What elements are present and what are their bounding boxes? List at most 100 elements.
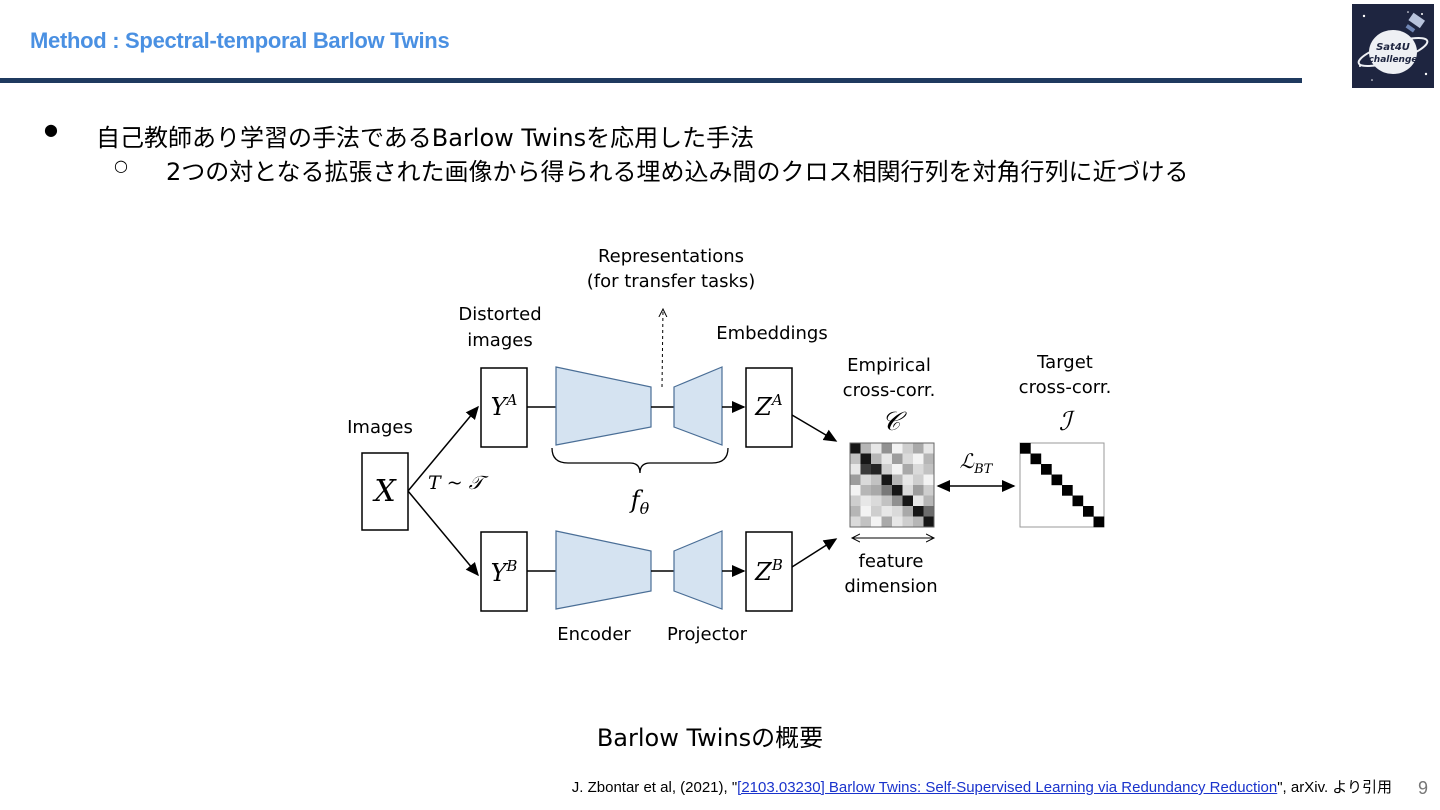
matrix-cell: [923, 474, 935, 486]
matrix-cell: [850, 506, 861, 517]
empirical-cross-correlation-matrix: [850, 443, 935, 528]
page-number: 9: [1417, 778, 1428, 798]
matrix-cell: [881, 443, 893, 454]
matrix-cell: [913, 443, 924, 454]
matrix-cell: [881, 506, 893, 517]
filled-bullet-icon: ●: [44, 120, 58, 139]
svg-text:challenge: challenge: [1368, 55, 1417, 65]
identity-cell: [1051, 474, 1063, 486]
matrix-cell: [892, 474, 903, 486]
identity-cell: [1083, 506, 1094, 517]
citation-link[interactable]: [2103.03230] Barlow Twins: Self-Supervis…: [737, 779, 1278, 796]
identity-cell: [1030, 453, 1042, 465]
za-box: [745, 367, 793, 448]
encoder-bottom: [555, 530, 652, 610]
svg-text:Sat4U: Sat4U: [1376, 42, 1410, 53]
matrix-cell: [913, 485, 924, 496]
transform-label: T ~ 𝒯: [428, 472, 489, 494]
label-representations-sub: (for transfer tasks): [587, 271, 756, 292]
label-target-sub: cross-corr.: [1019, 377, 1112, 398]
matrix-cell: [881, 516, 893, 528]
matrix-cell: [913, 474, 924, 486]
matrix-cell: [860, 464, 872, 475]
matrix-cell: [871, 443, 882, 454]
yb-symbol: YB: [491, 557, 518, 587]
projector-top: [673, 366, 723, 446]
matrix-cell: [892, 516, 903, 528]
matrix-cell: [913, 495, 924, 507]
matrix-cell: [923, 453, 935, 465]
zb-symbol: ZB: [754, 556, 783, 586]
f-theta-symbol: fθ: [629, 486, 650, 518]
label-representations: Representations: [598, 246, 744, 267]
identity-cell: [1093, 516, 1105, 528]
branch-arrow-top: [407, 405, 479, 492]
matrix-cell: [902, 474, 914, 486]
matrix-cell: [860, 485, 872, 496]
target-identity-matrix: [1020, 443, 1105, 528]
label-empirical: Empirical: [847, 355, 931, 376]
matrix-cell: [850, 516, 861, 528]
label-feature: feature: [859, 551, 924, 572]
matrix-cell: [871, 516, 882, 528]
matrix-cell: [871, 474, 882, 486]
matrix-cell: [850, 464, 861, 475]
matrix-cell: [881, 495, 893, 507]
matrix-cell: [860, 506, 872, 517]
matrix-cell: [860, 443, 872, 454]
x-symbol: X: [372, 474, 397, 509]
citation-prefix: J. Zbontar et al, (2021), ": [571, 779, 738, 796]
label-distorted: Distorted: [458, 304, 541, 325]
matrix-cell: [871, 453, 882, 465]
slide-title: Method : Spectral-temporal Barlow Twins: [30, 28, 450, 53]
label-encoder: Encoder: [557, 624, 631, 645]
zb-to-matrix-arrow: [791, 538, 838, 568]
bullet-text: 自己教師あり学習の手法であるBarlow Twinsを応用した手法: [96, 124, 755, 152]
matrix-cell: [871, 464, 882, 475]
ya-symbol: YA: [491, 391, 518, 421]
sat4u-challenge-logo: Sat4U challenge: [1352, 4, 1434, 88]
header-divider: [0, 78, 1302, 83]
loss-symbol: ℒBT: [960, 449, 994, 477]
matrix-cell: [850, 474, 861, 486]
label-images: Images: [347, 417, 413, 438]
hollow-bullet-icon: ○: [114, 156, 128, 175]
matrix-cell: [881, 485, 893, 496]
za-symbol: ZA: [754, 391, 783, 421]
matrix-cell: [871, 506, 882, 517]
matrix-cell: [892, 485, 903, 496]
matrix-cell: [902, 464, 914, 475]
matrix-cell: [850, 453, 861, 465]
matrix-cell: [860, 453, 872, 465]
matrix-cell: [902, 485, 914, 496]
za-to-matrix-arrow: [791, 414, 838, 442]
projector-bottom: [673, 530, 723, 610]
matrix-cell: [871, 485, 882, 496]
matrix-cell: [902, 443, 914, 454]
encoder-brace: [551, 447, 729, 474]
matrix-cell: [923, 506, 935, 517]
citation-suffix: ", arXiv. より引用: [1277, 779, 1392, 796]
label-projector: Projector: [667, 624, 748, 645]
matrix-cell: [923, 516, 935, 528]
figure-caption: Barlow Twinsの概要: [596, 724, 824, 752]
matrix-cell: [850, 443, 861, 454]
matrix-cell: [902, 453, 914, 465]
identity-cell: [1072, 495, 1084, 507]
matrix-cell: [913, 464, 924, 475]
matrix-cell: [871, 495, 882, 507]
matrix-cell: [892, 464, 903, 475]
matrix-cell: [902, 506, 914, 517]
matrix-cell: [923, 495, 935, 507]
matrix-cell: [902, 495, 914, 507]
matrix-cell: [850, 485, 861, 496]
c-symbol: 𝒞: [882, 407, 908, 437]
matrix-cell: [892, 453, 903, 465]
branch-arrow-bottom: [407, 490, 479, 577]
matrix-cell: [850, 495, 861, 507]
label-feature-sub: dimension: [844, 576, 937, 597]
label-empirical-sub: cross-corr.: [843, 380, 936, 401]
identity-cell: [1062, 485, 1073, 496]
matrix-cell: [892, 506, 903, 517]
matrix-cell: [881, 464, 893, 475]
